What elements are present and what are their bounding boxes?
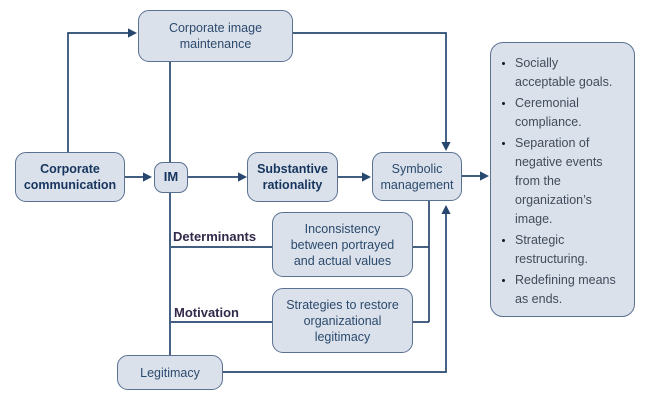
arrowhead-into-symbolic-top [441, 142, 451, 151]
label-determinants: Determinants [173, 229, 257, 244]
arrowhead-into-symbolic-bottom [441, 205, 451, 214]
label-motivation: Motivation [174, 305, 239, 320]
node-inconsistency: Inconsistency between portrayed and actu… [272, 212, 413, 277]
arrowhead-into-symbolic-left [362, 172, 371, 182]
node-symbolic-management: Symbolic management [372, 152, 462, 201]
outcomes-list: Socially acceptable goals. Ceremonial co… [491, 43, 634, 309]
arrowhead-into-im [143, 172, 152, 182]
connector-communication-to-image-maintenance [67, 32, 129, 152]
arrowhead-into-image-maintenance [128, 28, 137, 38]
outcome-item: Separation of negative events from the o… [515, 134, 628, 229]
arrowhead-into-substantive [238, 172, 247, 182]
connector-legitimacy-to-symbolic [223, 214, 447, 373]
node-legitimacy: Legitimacy [117, 355, 223, 390]
node-substantive-rationality: Substantive rationality [247, 152, 338, 202]
node-strategies: Strategies to restore organizational leg… [272, 288, 413, 353]
outcome-item: Socially acceptable goals. [515, 54, 628, 92]
node-corporate-communication: Corporate communication [15, 152, 125, 202]
connector-image-maintenance-to-symbolic [293, 32, 447, 143]
outcome-item: Strategic restructuring. [515, 231, 628, 269]
outcome-item: Redefining means as ends. [515, 271, 628, 309]
outcome-item: Ceremonial compliance. [515, 94, 628, 132]
outcomes-panel: Socially acceptable goals. Ceremonial co… [490, 42, 635, 317]
arrowhead-into-panel [480, 171, 489, 181]
node-im: IM [154, 162, 188, 193]
node-corporate-image-maintenance: Corporate image maintenance [138, 10, 293, 62]
